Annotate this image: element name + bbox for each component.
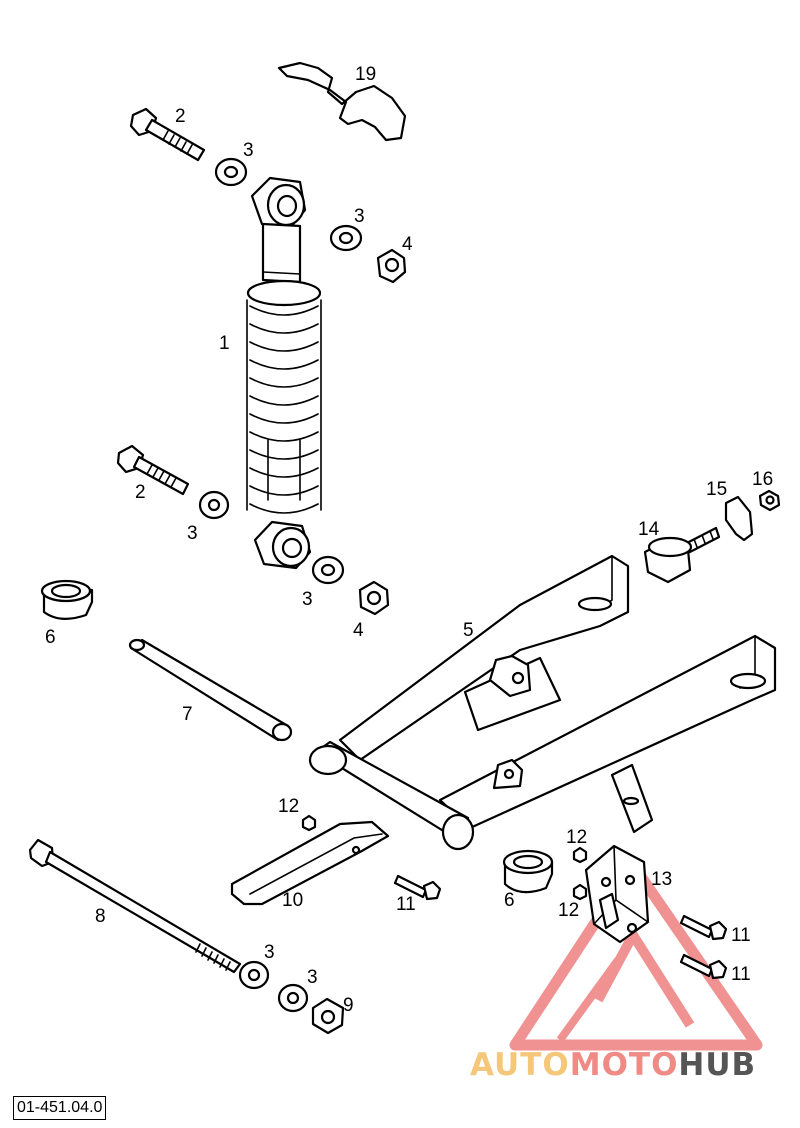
callout-labels: 1 2 2 3 3 3 3 3 3 4 4 5 6 6 7 8 9 10 11 …	[45, 64, 773, 1016]
rubber-buffer	[643, 526, 721, 584]
callout-2-upper: 2	[175, 106, 186, 127]
callout-5: 5	[463, 620, 474, 641]
nut-lower	[358, 580, 390, 616]
callout-7: 7	[182, 704, 193, 725]
screw-11-right-upper	[679, 914, 728, 941]
callout-13: 13	[651, 869, 672, 890]
callout-3-c: 3	[187, 523, 198, 544]
swingarm	[308, 554, 777, 851]
watermark-text-hub: HUB	[678, 1047, 756, 1083]
shock-absorber	[246, 176, 322, 570]
washer-mid-right	[311, 555, 345, 585]
watermark-text: AUTOMOTOHUB	[470, 1047, 756, 1083]
washer-upper-left	[214, 157, 248, 187]
callout-3-d: 3	[302, 589, 313, 610]
callout-4-upper: 4	[402, 234, 413, 255]
callout-16: 16	[752, 469, 773, 490]
callout-11-middle: 11	[396, 894, 416, 915]
callout-9: 9	[343, 995, 354, 1016]
callout-12-left: 12	[278, 796, 299, 817]
callout-19: 19	[355, 64, 376, 85]
bolt-lower	[116, 444, 190, 496]
callout-10: 10	[282, 890, 303, 911]
callout-1: 1	[219, 333, 230, 354]
axle-tube	[128, 638, 293, 742]
washer-upper-right	[329, 224, 363, 252]
callout-11-right-lower: 11	[731, 964, 751, 985]
callout-3-a: 3	[243, 140, 254, 161]
nut-16	[758, 489, 781, 512]
callout-4-lower: 4	[353, 620, 364, 641]
spanner-wrench	[277, 61, 407, 142]
watermark-text-moto: MOTO	[570, 1047, 679, 1083]
washer-bottom-left	[238, 960, 270, 990]
long-axle-bolt	[28, 838, 242, 974]
callout-3-e: 3	[264, 942, 275, 963]
small-nut-12-right-lower	[572, 883, 588, 901]
callout-3-b: 3	[354, 206, 365, 227]
callout-6-left: 6	[45, 627, 56, 648]
callout-3-f: 3	[307, 967, 318, 988]
callout-2-lower: 2	[135, 482, 146, 503]
screw-11-right-lower	[679, 953, 728, 980]
callout-8: 8	[95, 906, 106, 927]
callout-12-right-upper: 12	[566, 827, 587, 848]
bushing-left	[40, 579, 94, 620]
washer-mid-left	[198, 490, 230, 520]
small-nut-12-right-upper	[572, 846, 588, 864]
screw-11-middle	[393, 874, 442, 901]
chain-slider	[230, 820, 390, 906]
bolt-upper	[129, 107, 206, 162]
callout-14: 14	[638, 519, 660, 540]
nut-9	[311, 997, 345, 1035]
diagram-code: 01-451.04.0	[13, 1096, 107, 1120]
watermark-text-auto: AUTO	[470, 1047, 570, 1083]
washer-bottom-right	[277, 983, 309, 1013]
callout-12-right-lower: 12	[558, 900, 579, 921]
bushing-right	[502, 849, 554, 894]
clip-plate	[724, 495, 754, 542]
callout-11-right-upper: 11	[731, 925, 751, 946]
nut-upper	[376, 248, 407, 284]
small-nut-12-left	[301, 814, 317, 832]
watermark-logo	[509, 859, 763, 1051]
callout-15: 15	[706, 479, 727, 500]
callout-6-right: 6	[504, 890, 515, 911]
chain-guide-block	[584, 844, 650, 944]
